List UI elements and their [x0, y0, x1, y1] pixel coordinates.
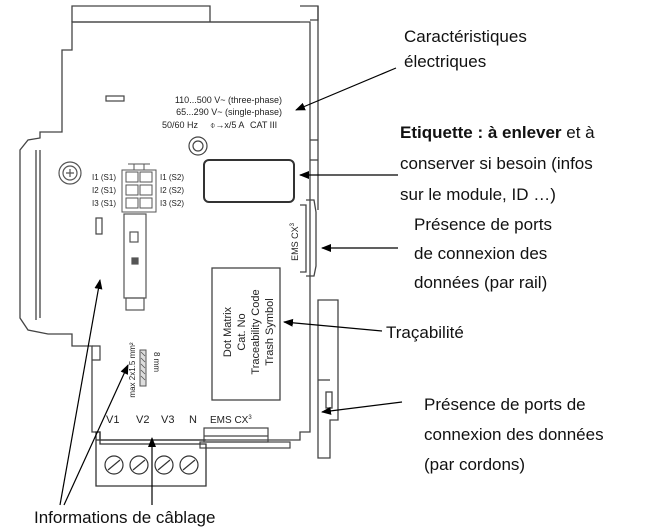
input-right-3: I3 (S2)	[160, 199, 184, 208]
callout-cords: Présence de ports de connexion des donné…	[424, 392, 604, 477]
terminal-v2: V2	[136, 414, 149, 426]
callout-traceability: Traçabilité	[386, 320, 464, 345]
ems-bottom-text: EMS CX	[210, 415, 249, 426]
arrow-electrical	[295, 67, 397, 111]
callout-label: Etiquette : à enlever et à conserver si …	[400, 120, 595, 207]
spec-text: 110...500 V~ (three-phase) 65...290 V~ (…	[162, 95, 282, 130]
callout-traceability-text: Traçabilité	[386, 323, 464, 342]
terminal-n: N	[189, 414, 197, 426]
current-inputs: I1 (S1) I2 (S1) I3 (S1) I1 (S2) I2 (S2) …	[92, 173, 184, 208]
bottom-notch	[92, 345, 101, 361]
wire-strip-gauge	[139, 349, 147, 387]
input-left-3: I3 (S1)	[92, 199, 116, 208]
arrow-traceability	[283, 318, 383, 332]
callout-cords-line1: Présence de ports de	[424, 395, 586, 414]
spec-single-phase: 65...290 V~ (single-phase)	[176, 107, 282, 117]
callout-label-bold: Etiquette : à enlever	[400, 123, 562, 142]
callout-rail-line2: de connexion des	[414, 244, 548, 263]
callout-cords-line2: connexion des données	[424, 425, 604, 444]
ems-side-label: EMS CX3	[290, 222, 300, 261]
arrow-cords	[321, 401, 403, 415]
callout-arrows	[59, 67, 403, 506]
callout-electrical-line1: Caractéristiques	[404, 27, 527, 46]
input-terminal-block	[121, 163, 157, 213]
din-latch	[123, 213, 147, 311]
spec-category: CAT III	[250, 120, 277, 130]
callout-electrical: Caractéristiques électriques	[404, 24, 527, 74]
bottom-ems-connector	[199, 427, 291, 449]
arrow-wiring-1	[59, 279, 103, 506]
input-right-2: I2 (S2)	[160, 186, 184, 195]
svg-text:EMS CX3: EMS CX3	[290, 222, 300, 261]
callout-label-line3: sur le module, ID …)	[400, 185, 556, 204]
input-left-1: I1 (S1)	[92, 173, 116, 182]
spec-frequency: 50/60 Hz	[162, 120, 199, 130]
arrow-wiring-2	[63, 364, 129, 506]
spec-three-phase: 110...500 V~ (three-phase)	[175, 95, 282, 105]
terminal-screws	[104, 455, 199, 475]
side-ems-connector	[300, 199, 317, 277]
callout-rail: Présence de ports de connexion des donné…	[414, 212, 552, 295]
device-outline	[19, 5, 311, 441]
callout-label-line1: Etiquette : à enlever et à	[400, 120, 595, 145]
round-knob	[188, 136, 208, 156]
traceability-box	[211, 267, 281, 401]
wire-section: max 2x1.5 mm²	[128, 342, 137, 397]
input-right-1: I1 (S2)	[160, 173, 184, 182]
callout-rail-line3: données (par rail)	[414, 273, 548, 292]
terminal-v1: V1	[106, 414, 119, 426]
callout-wiring: Informations de câblage	[34, 505, 215, 530]
ems-bottom-sup: 3	[248, 415, 252, 421]
spec-ct-ratio: ⌽→x/5 A	[210, 120, 244, 130]
callout-label-line2: conserver si besoin (infos	[400, 154, 593, 173]
trace-line-3: Traceability Code	[250, 289, 262, 374]
screw-icon	[58, 161, 82, 185]
terminal-labels: V1 V2 V3 N	[106, 414, 197, 426]
ems-bottom-label: EMS CX3	[210, 415, 252, 426]
callout-cords-line3: (par cordons)	[424, 455, 526, 474]
ems-side-text: EMS CX	[290, 226, 300, 261]
callout-electrical-line2: électriques	[404, 52, 487, 71]
top-slot	[105, 95, 125, 102]
ems-side-sup: 3	[290, 222, 296, 226]
small-window	[95, 217, 103, 235]
callout-wiring-text: Informations de câblage	[34, 508, 216, 527]
terminal-v3: V3	[161, 414, 174, 426]
wire-length: 8 mm	[152, 352, 161, 372]
wiring-info: max 2x1.5 mm² 8 mm	[128, 342, 161, 397]
input-left-2: I2 (S1)	[92, 186, 116, 195]
traceability-text: Dot Matrix Cat. No Traceability Code Tra…	[222, 289, 276, 374]
callout-rail-line1: Présence de ports	[414, 215, 552, 234]
removable-label	[203, 159, 295, 203]
trace-line-2: Cat. No	[236, 313, 248, 350]
trace-line-4: Trash Symbol	[264, 298, 276, 365]
trace-line-1: Dot Matrix	[222, 306, 234, 357]
callout-label-rest: et à	[561, 123, 595, 142]
